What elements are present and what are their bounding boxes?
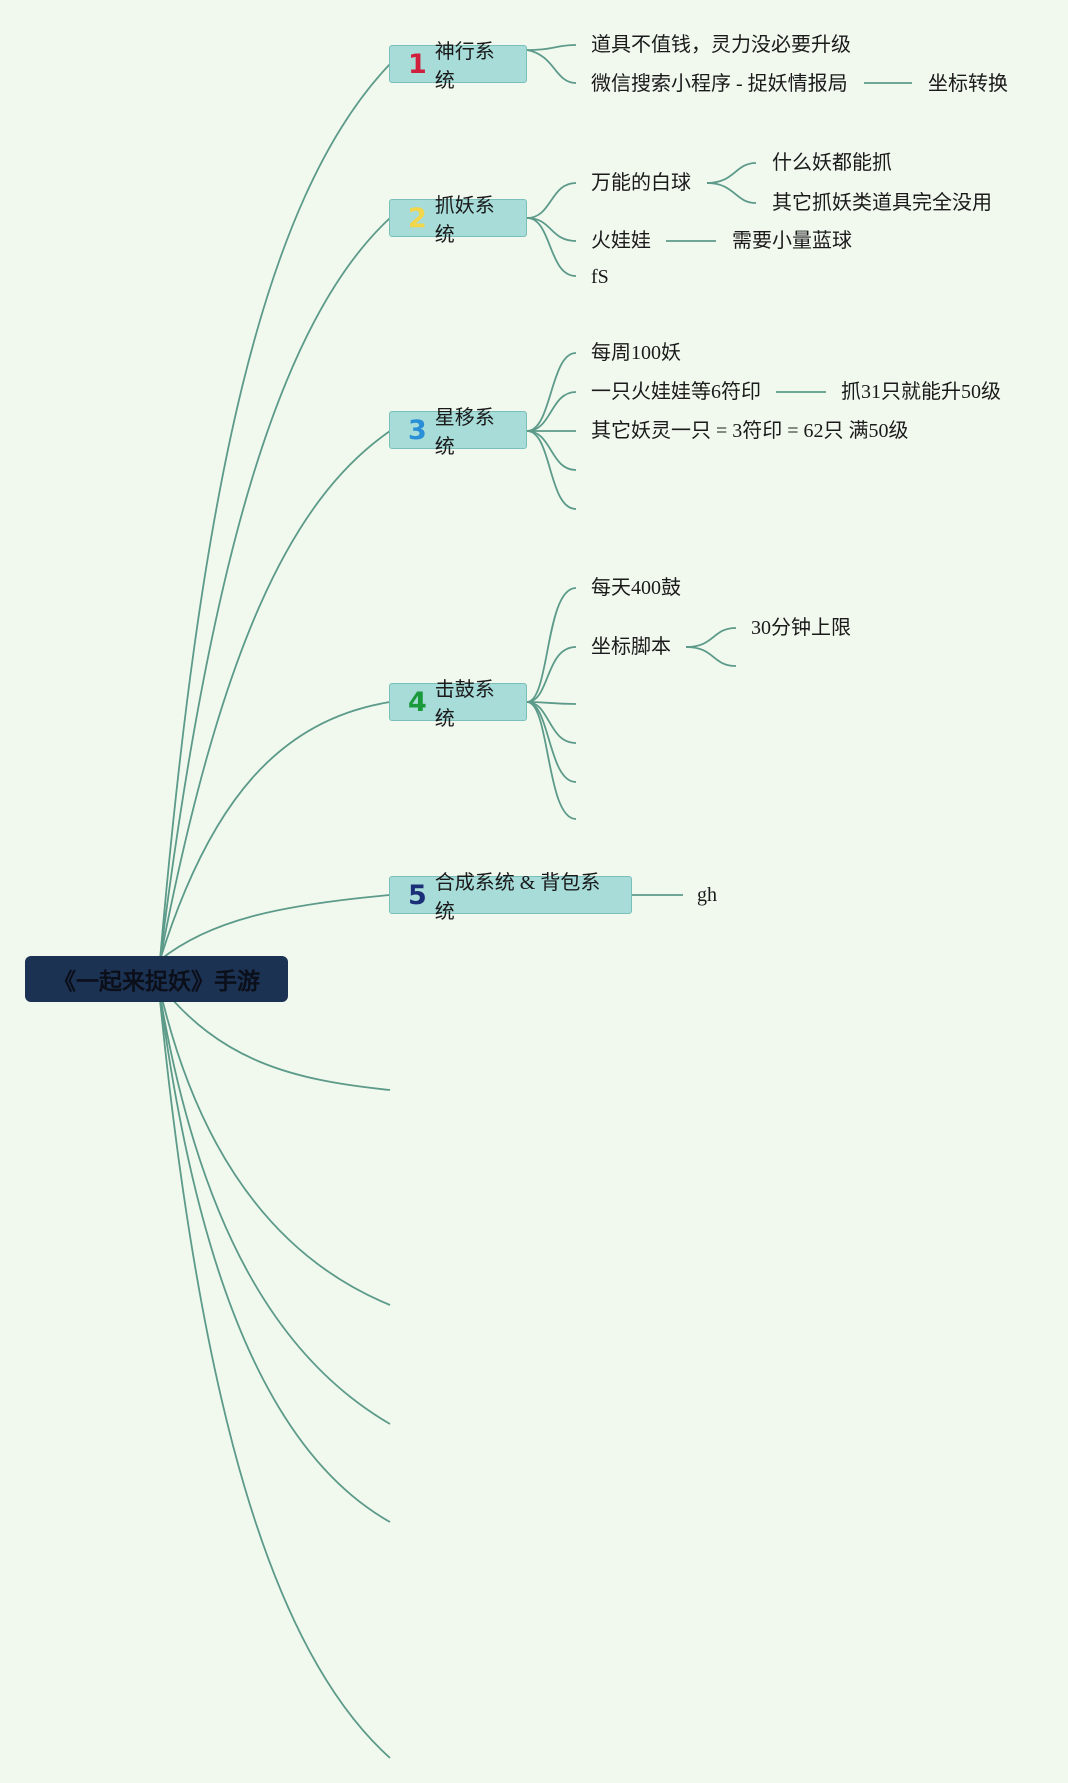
topic-label-5: 合成系统 & 背包系统: [434, 872, 601, 923]
leaf-4-1[interactable]: 每天400鼓: [591, 577, 681, 599]
root-link-4: [159, 701, 391, 961]
root-link-empty-5: [159, 999, 391, 1759]
root-link-empty-4: [159, 994, 391, 1523]
topic-node-4[interactable]: 4 击鼓系统: [389, 679, 527, 730]
topic-number-4: 4: [408, 686, 427, 718]
root-link-2: [159, 217, 391, 961]
root-link-3: [159, 430, 391, 961]
leaf-1-2[interactable]: 微信搜索小程序 - 捉妖情报局: [591, 73, 848, 95]
leaf-4-2[interactable]: 坐标脚本: [591, 636, 671, 658]
root-label: 《一起来捉妖》手游: [53, 969, 260, 995]
topic-node-2[interactable]: 2 抓妖系统: [389, 195, 527, 246]
topic-number-2: 2: [408, 202, 427, 234]
root-node[interactable]: 《一起来捉妖》手游: [25, 956, 288, 1002]
root-link-1: [159, 63, 391, 961]
topic-node-3[interactable]: 3 星移系统: [389, 407, 527, 458]
leaf-5-1[interactable]: gh: [697, 884, 717, 906]
leaf-1-1[interactable]: 道具不值钱，灵力没必要升级: [591, 34, 851, 56]
leaf-2-2-1[interactable]: 需要小量蓝球: [732, 230, 852, 252]
topic-number-5: 5: [408, 879, 427, 911]
leaf-2-1-2[interactable]: 其它抓妖类道具完全没用: [772, 192, 992, 214]
topic-label-2: 抓妖系统: [434, 195, 495, 246]
root-link-empty-1: [159, 984, 391, 1091]
leaf-1-2-1[interactable]: 坐标转换: [928, 73, 1008, 95]
leaf-3-2-1[interactable]: 抓31只就能升50级: [841, 381, 1001, 403]
topic-node-5[interactable]: 5 合成系统 & 背包系统: [389, 872, 632, 923]
topic-label-4: 击鼓系统: [434, 679, 495, 730]
leaf-2-2[interactable]: 火娃娃: [591, 230, 651, 252]
leaf-3-3[interactable]: 其它妖灵一只 = 3符印 = 62只 满50级: [591, 420, 909, 442]
root-link-empty-2: [159, 989, 391, 1306]
topic-label-3: 星移系统: [434, 407, 495, 458]
leaf-3-2[interactable]: 一只火娃娃等6符印: [591, 381, 761, 403]
leaf-4-2-1[interactable]: 30分钟上限: [751, 617, 851, 639]
leaf-2-3[interactable]: fS: [591, 266, 609, 288]
topic-node-1[interactable]: 1 神行系统: [389, 41, 527, 92]
leaf-2-1[interactable]: 万能的白球: [591, 172, 691, 194]
topic-number-3: 3: [408, 414, 427, 446]
root-link-5: [159, 894, 391, 961]
topic-number-1: 1: [408, 48, 427, 80]
root-link-empty-3: [159, 994, 391, 1425]
topic-label-1: 神行系统: [434, 41, 495, 92]
leaf-2-1-1[interactable]: 什么妖都能抓: [772, 152, 892, 174]
leaf-3-1[interactable]: 每周100妖: [591, 342, 681, 364]
